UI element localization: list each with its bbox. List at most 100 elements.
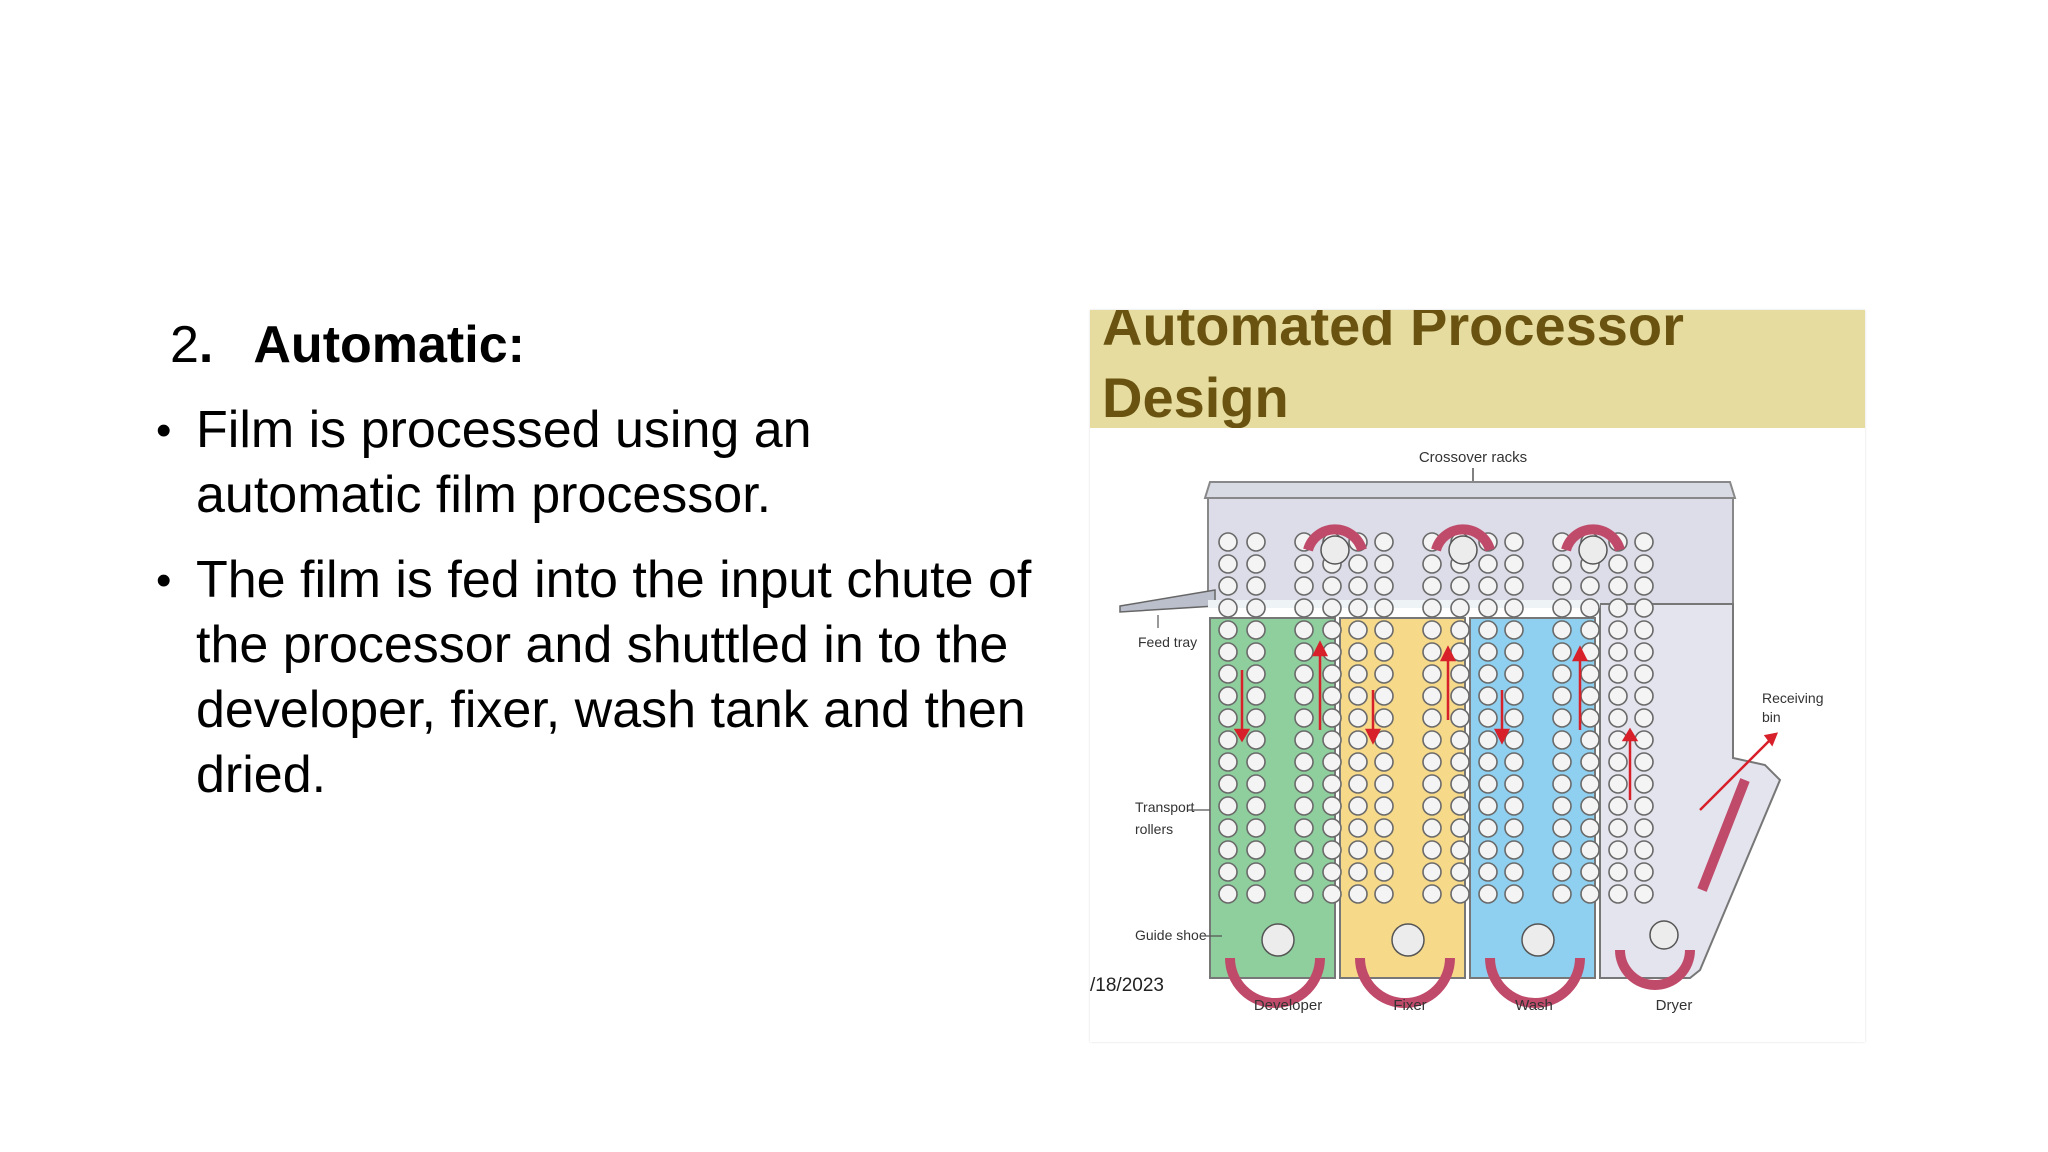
transport-roller — [1504, 818, 1524, 838]
transport-roller — [1608, 576, 1628, 596]
transport-roller — [1374, 862, 1394, 882]
transport-roller — [1608, 664, 1628, 684]
transport-roller — [1348, 730, 1368, 750]
transport-roller — [1504, 664, 1524, 684]
transport-roller — [1634, 796, 1654, 816]
transport-roller — [1322, 752, 1342, 772]
transport-roller — [1374, 664, 1394, 684]
transport-roller — [1552, 620, 1572, 640]
bullet-item: • Film is processed using an automatic f… — [152, 398, 1032, 528]
transport-roller — [1608, 686, 1628, 706]
transport-roller — [1294, 730, 1314, 750]
transport-roller — [1218, 730, 1238, 750]
transport-roller — [1450, 774, 1470, 794]
transport-roller — [1504, 532, 1524, 552]
transport-roller — [1608, 642, 1628, 662]
transport-roller — [1580, 686, 1600, 706]
transport-roller — [1552, 796, 1572, 816]
transport-roller — [1322, 620, 1342, 640]
figure-title: Automated Processor Design — [1102, 310, 1684, 429]
transport-roller — [1348, 752, 1368, 772]
transport-roller — [1634, 554, 1654, 574]
transport-roller — [1478, 884, 1498, 904]
transport-roller — [1374, 796, 1394, 816]
transport-roller — [1322, 774, 1342, 794]
transport-roller — [1450, 752, 1470, 772]
transport-roller — [1504, 576, 1524, 596]
transport-roller — [1422, 796, 1442, 816]
transport-roller — [1504, 620, 1524, 640]
transport-roller — [1374, 598, 1394, 618]
transport-roller — [1374, 774, 1394, 794]
transport-roller — [1348, 554, 1368, 574]
transport-roller — [1246, 576, 1266, 596]
transport-roller — [1422, 576, 1442, 596]
transport-roller — [1552, 554, 1572, 574]
label-developer: Developer — [1254, 997, 1322, 1014]
transport-roller — [1552, 730, 1572, 750]
bullet-list: • Film is processed using an automatic f… — [152, 398, 1032, 828]
transport-roller — [1552, 774, 1572, 794]
transport-roller — [1580, 818, 1600, 838]
section-heading: 2.Automatic: — [170, 312, 525, 378]
transport-roller — [1246, 818, 1266, 838]
transport-roller — [1218, 554, 1238, 574]
transport-roller — [1374, 752, 1394, 772]
transport-roller — [1580, 664, 1600, 684]
label-guide-shoe: Guide shoe — [1135, 927, 1207, 943]
transport-roller — [1422, 840, 1442, 860]
transport-roller — [1450, 686, 1470, 706]
transport-roller — [1218, 884, 1238, 904]
transport-roller — [1450, 796, 1470, 816]
bullet-marker: • — [156, 556, 172, 605]
transport-roller — [1478, 840, 1498, 860]
transport-roller — [1634, 708, 1654, 728]
transport-roller — [1374, 708, 1394, 728]
label-fixer: Fixer — [1393, 997, 1426, 1014]
transport-roller — [1552, 642, 1572, 662]
transport-roller — [1422, 752, 1442, 772]
label-wash: Wash — [1515, 997, 1553, 1014]
transport-roller — [1322, 818, 1342, 838]
heading-label: Automatic: — [253, 316, 525, 374]
transport-roller — [1478, 686, 1498, 706]
transport-roller — [1218, 576, 1238, 596]
transport-roller — [1246, 796, 1266, 816]
transport-roller — [1246, 532, 1266, 552]
transport-roller — [1450, 884, 1470, 904]
transport-roller — [1450, 862, 1470, 882]
transport-roller — [1218, 642, 1238, 662]
transport-roller — [1246, 774, 1266, 794]
transport-roller — [1450, 664, 1470, 684]
heading-number: 2 — [170, 316, 199, 374]
transport-roller — [1246, 730, 1266, 750]
transport-roller — [1552, 752, 1572, 772]
transport-roller — [1580, 598, 1600, 618]
transport-roller — [1608, 840, 1628, 860]
transport-roller — [1478, 774, 1498, 794]
transport-roller — [1322, 598, 1342, 618]
slide-date: /18/2023 — [1090, 975, 1164, 996]
bullet-text: The film is fed into the input chute of … — [196, 551, 1032, 804]
transport-roller — [1478, 730, 1498, 750]
transport-roller — [1634, 598, 1654, 618]
transport-roller — [1322, 796, 1342, 816]
transport-roller — [1478, 862, 1498, 882]
transport-roller — [1294, 752, 1314, 772]
transport-roller — [1294, 774, 1314, 794]
processor-diagram-image: Automated Processor Design Crossover rac… — [1090, 310, 1865, 1042]
transport-roller — [1450, 598, 1470, 618]
transport-roller — [1294, 554, 1314, 574]
transport-roller — [1294, 884, 1314, 904]
transport-roller — [1348, 884, 1368, 904]
transport-roller — [1634, 686, 1654, 706]
transport-roller — [1246, 752, 1266, 772]
bullet-marker: • — [156, 406, 172, 455]
transport-roller — [1580, 840, 1600, 860]
transport-roller — [1552, 686, 1572, 706]
transport-roller — [1422, 686, 1442, 706]
transport-roller — [1218, 532, 1238, 552]
transport-roller — [1322, 708, 1342, 728]
bullet-text: Film is processed using an automatic fil… — [196, 401, 812, 524]
